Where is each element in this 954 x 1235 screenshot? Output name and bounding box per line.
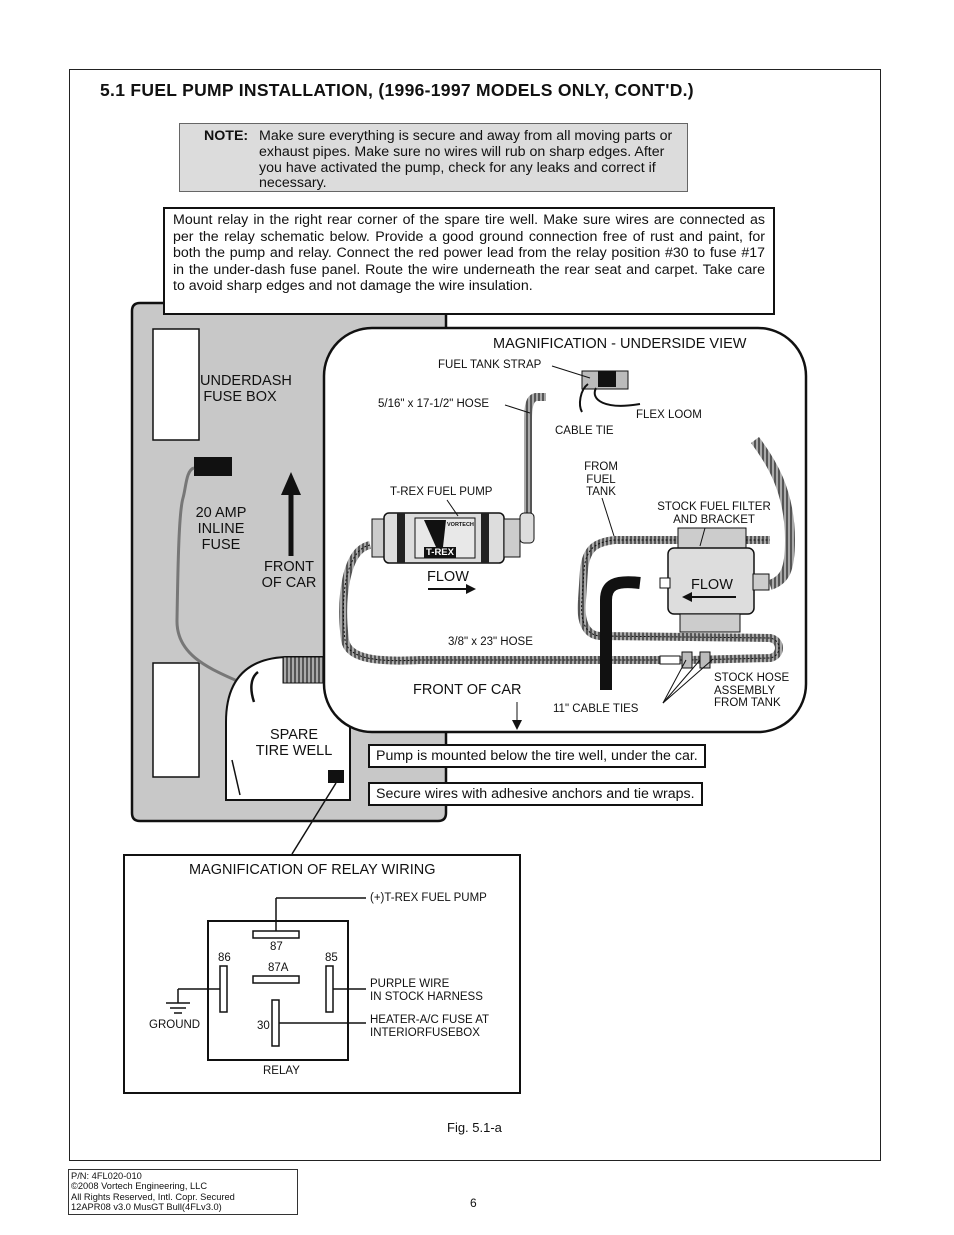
rear-panel-box: [152, 662, 200, 778]
pin-30-label: 30: [257, 1020, 270, 1032]
page-number: 6: [470, 1196, 477, 1210]
section-title: 5.1 FUEL PUMP INSTALLATION, (1996-1997 M…: [100, 80, 694, 100]
stock-filter-line1: STOCK FUEL FILTER: [657, 501, 771, 513]
stock-hose-line2: ASSEMBLY: [714, 684, 776, 697]
fuse-label-line2: INLINE: [197, 521, 245, 537]
pump-mounted-callout: Pump is mounted below the tire well, und…: [368, 744, 706, 768]
purple-line1: PURPLE WIRE: [370, 978, 450, 990]
hose-38-label: 3/8" x 23" HOSE: [448, 636, 533, 648]
relay-trex-label: (+)T-REX FUEL PUMP: [370, 892, 487, 904]
purple-line2: IN STOCK HARNESS: [370, 990, 483, 1003]
heater-line1: HEATER-A/C FUSE AT: [370, 1014, 490, 1026]
trex-badge: T-REX: [424, 547, 456, 558]
ground-label: GROUND: [149, 1019, 201, 1031]
pin-87a-label: 87A: [268, 962, 289, 974]
fuse-label-line1: 20 AMP: [195, 505, 247, 521]
cable-tie-label: CABLE TIE: [555, 425, 614, 437]
front-label-line2: OF CAR: [261, 575, 317, 591]
from-line2: FUEL: [586, 473, 616, 486]
flow-label-right: FLOW: [691, 577, 733, 593]
front-of-car-label: FRONT OF CAR: [254, 559, 324, 591]
underdash-label-line2: FUSE BOX: [203, 389, 277, 405]
front-label-line1: FRONT: [264, 559, 314, 575]
heater-fuse-label: HEATER-A/C FUSE AT INTERIORFUSEBOX: [370, 1014, 489, 1039]
stock-hose-line1: STOCK HOSE: [714, 672, 790, 684]
mount-instructions: Mount relay in the right rear corner of …: [163, 207, 775, 315]
inline-fuse-label: 20 AMP INLINE FUSE: [188, 505, 254, 553]
spare-label-line1: SPARE: [269, 727, 319, 743]
front-arrow: [281, 472, 301, 495]
note-label: NOTE:: [204, 128, 249, 144]
purple-wire-label: PURPLE WIRE IN STOCK HARNESS: [370, 978, 483, 1003]
front-of-car-mag-label: FRONT OF CAR: [413, 682, 522, 698]
underdash-fuse-box: [152, 328, 200, 441]
pin-85-label: 85: [325, 952, 338, 964]
stock-filter-line2: AND BRACKET: [673, 513, 755, 526]
trex-pump-label: T-REX FUEL PUMP: [390, 486, 493, 498]
from-line3: TANK: [586, 486, 616, 498]
page-frame: [69, 69, 881, 1161]
underdash-label-line1: UNDERDASH: [200, 373, 292, 389]
fuse-wire: [175, 466, 249, 688]
stock-filter-label: STOCK FUEL FILTER AND BRACKET: [650, 501, 778, 526]
flow-label-left: FLOW: [427, 569, 469, 585]
footer-line4: 12APR08 v3.0 MusGT Bull(4FLv3.0): [71, 1201, 222, 1212]
secure-wires-callout: Secure wires with adhesive anchors and t…: [368, 782, 703, 806]
flex-loom: [750, 437, 796, 590]
note-box: NOTE: Make sure everything is secure and…: [179, 123, 688, 192]
wire-loom: [282, 656, 326, 684]
relay-label: RELAY: [263, 1065, 300, 1077]
footer-box: P/N: 4FL020-010 ©2008 Vortech Engineerin…: [68, 1169, 298, 1215]
spare-tire-label: SPARE TIRE WELL: [248, 727, 340, 759]
footer-line1: P/N: 4FL020-010: [71, 1171, 142, 1181]
fuse-label-line3: FUSE: [201, 537, 241, 553]
spare-label-line2: TIRE WELL: [255, 743, 333, 759]
note-text: Make sure everything is secure and away …: [259, 128, 673, 192]
relay-block: [328, 770, 344, 783]
relay-schematic: [166, 897, 366, 1061]
from-line1: FROM: [584, 461, 618, 473]
from-fuel-tank-label: FROM FUEL TANK: [578, 461, 624, 499]
relay-title: MAGNIFICATION OF RELAY WIRING: [189, 862, 436, 878]
inline-fuse: [194, 457, 232, 476]
cable-ties-11-label: 11" CABLE TIES: [553, 703, 639, 715]
stock-hose-label: STOCK HOSE ASSEMBLY FROM TANK: [714, 672, 789, 710]
heater-line2: INTERIORFUSEBOX: [370, 1026, 480, 1039]
relay-wiring-box: [123, 854, 521, 1094]
underdash-label: UNDERDASH FUSE BOX: [200, 373, 292, 405]
vortech-badge: VORTECH: [447, 522, 474, 528]
pin-86-label: 86: [218, 952, 231, 964]
black-pipe: [600, 576, 641, 690]
hose-516-label: 5/16" x 17-1/2" HOSE: [378, 398, 490, 410]
footer-line2: ©2008 Vortech Engineering, LLC: [71, 1181, 208, 1192]
fuel-tank-strap-label: FUEL TANK STRAP: [438, 359, 542, 371]
pin-87-label: 87: [270, 941, 283, 953]
flex-loom-label: FLEX LOOM: [636, 409, 702, 421]
hose-516: [524, 393, 546, 520]
magnification-title: MAGNIFICATION - UNDERSIDE VIEW: [493, 336, 747, 352]
stock-hose-line3: FROM TANK: [714, 697, 781, 709]
figure-caption: Fig. 5.1-a: [447, 1120, 502, 1135]
footer-line3: All Rights Reserved, Intl. Copr. Secured: [71, 1191, 235, 1202]
